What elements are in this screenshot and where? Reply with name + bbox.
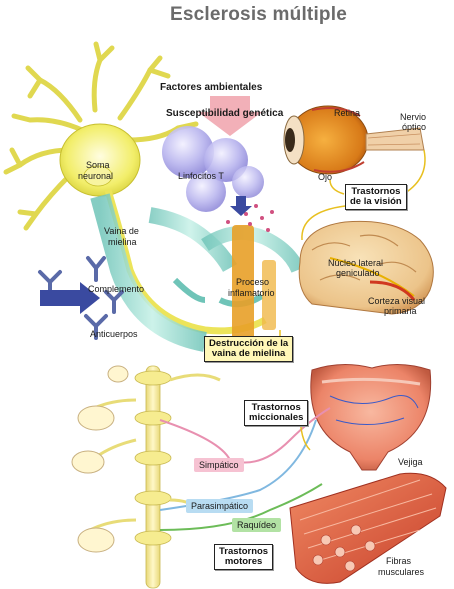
visual-cortex-highlight [369,280,416,301]
label-proceso-line1: Proceso [236,277,270,287]
box-trastornos-miccionales: Trastornos miccionales [244,400,309,426]
label-complemento: Complemento [88,284,145,294]
neuron-dendrites [3,41,199,231]
box-destruccion-line1: Destrucción de la [209,338,289,349]
spinal-cross-sections [71,365,129,553]
optic-nerve-fibers [367,133,421,146]
brain [298,220,434,315]
page-title: Esclerosis múltiple [170,4,347,25]
label-soma-line2: neuronal [78,171,114,181]
label-vaina-line2: mielina [108,237,137,247]
tag-raquideo: Raquídeo [232,518,282,532]
tag-parasimpatico: Parasimpático [186,499,254,513]
neuron-nucleus [83,165,113,187]
tag-simpatico: Simpático [194,458,244,472]
myelinated-axon [90,188,305,352]
box-destruccion-line2: vaina de mielina [211,348,286,359]
label-nucleo-line1: Núcleo lateral [328,258,384,268]
box-trastornos-motores: Trastornos motores [214,544,274,570]
box-trastornos-vision: Trastornos de la visión [345,184,407,210]
box-vision-line1: Trastornos [351,186,401,197]
label-retina: Retina [334,108,361,118]
label-nervio-line1: Nervio [400,112,427,122]
label-nucleo-line2: geniculado [336,268,380,278]
label-proceso-line2: inflamatorio [228,288,275,298]
lymphocyte-arrow [230,196,252,216]
label-corteza-line1: Corteza visual [368,296,426,306]
label-soma-line1: Soma [86,160,110,170]
factors-arrow [198,96,262,136]
bladder [310,364,432,471]
complement-arrow [40,282,100,314]
cytokine-dots [226,204,274,232]
label-factores-ambientales: Factores ambientales [160,82,263,93]
inflammation-zone [232,225,254,345]
lymphocytes [162,126,264,212]
muscle-fibers [289,472,447,584]
box-miccionales-line1: Trastornos [251,402,301,413]
antibodies [38,256,124,340]
label-anticuerpos: Anticuerpos [90,329,138,339]
spinal-motor-pathway [159,483,323,531]
visual-pathway [329,257,415,297]
label-fibras-line2: musculares [378,567,425,577]
label-vejiga: Vejiga [398,457,423,467]
label-nervio-line2: óptico [402,122,427,132]
label-fibras-line1: Fibras [386,556,412,566]
spinal-cord [134,365,172,589]
inflammation-zone-2 [262,260,276,330]
box-motores-line2: motores [224,556,263,567]
box-destruccion-mielina: Destrucción de la vaina de mielina [204,336,294,362]
brain-gyri [311,234,417,281]
box-miccionales-line2: miccionales [249,412,304,423]
label-linfocitos-t: Linfocitos T [178,171,224,181]
label-vaina-line1: Vaina de [104,226,139,236]
box-vision-line2: de la visión [350,196,402,207]
label-susceptibilidad-genetica: Susceptibilidad genética [166,108,284,119]
box-motores-line1: Trastornos [219,546,269,557]
label-corteza-line2: primaria [384,306,417,316]
label-ojo: Ojo [318,172,333,182]
